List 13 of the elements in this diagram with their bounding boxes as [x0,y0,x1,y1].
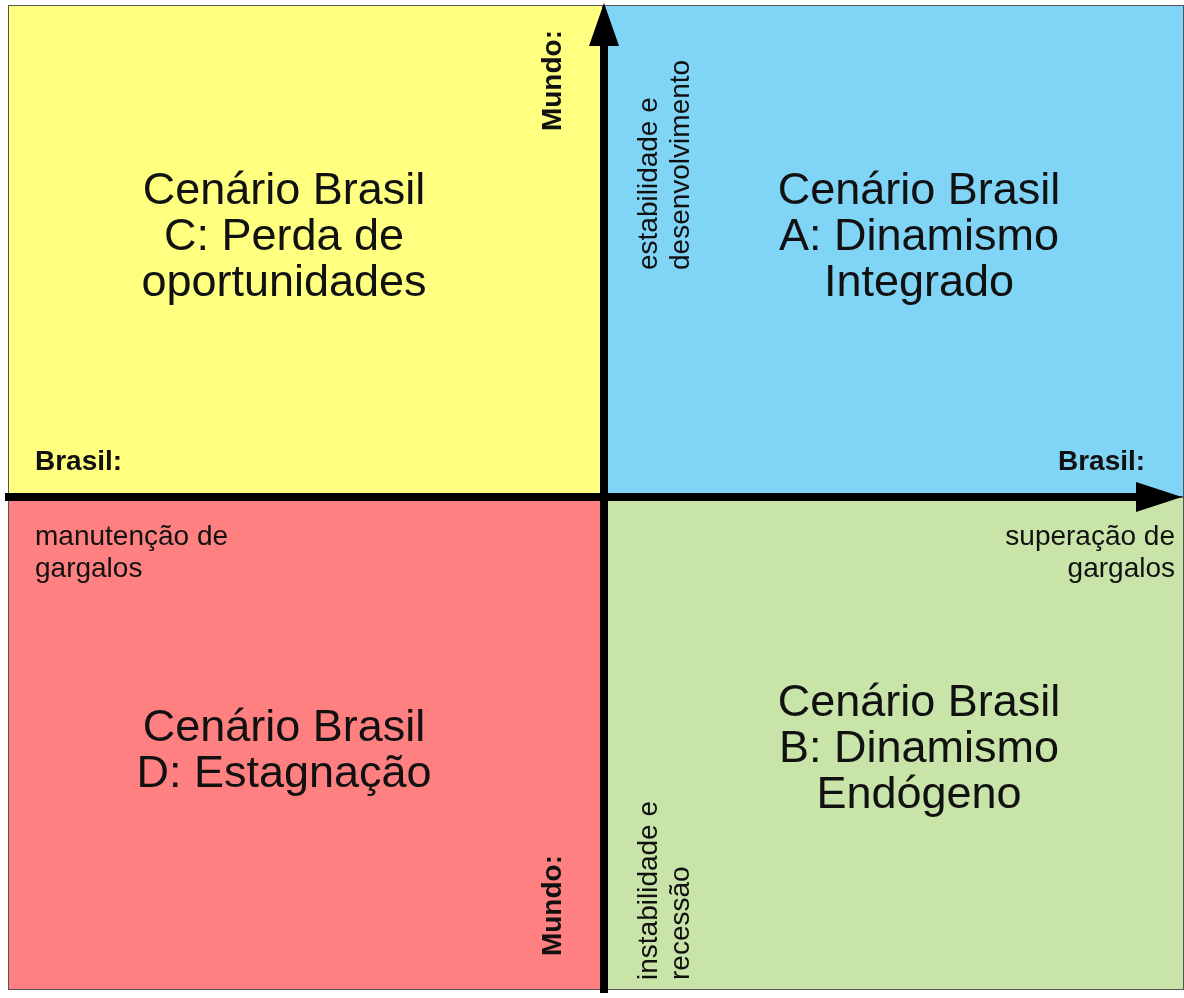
axis-description: superação de gargalos [1004,520,1175,584]
axis-description: estabilidade e desenvolvimento [632,58,696,270]
axis-description: manutenção de gargalos [35,520,230,584]
scenario-title: Cenário Brasil D: Estagnação [135,703,433,795]
axis-label: Brasil: [35,445,123,477]
scenario-title: Cenário Brasil B: Dinamismo Endógeno [776,678,1062,816]
axis-label: Brasil: [1058,445,1146,477]
scenario-title: Cenário Brasil A: Dinamismo Integrado [776,166,1062,304]
axis-description: instabilidade e recessão [632,799,696,980]
scenario-title: Cenário Brasil C: Perda de oportunidades [140,166,428,304]
axis-label: Mundo: [536,855,568,957]
axis-label: Mundo: [536,30,568,132]
quadrant-panel [603,5,1184,497]
